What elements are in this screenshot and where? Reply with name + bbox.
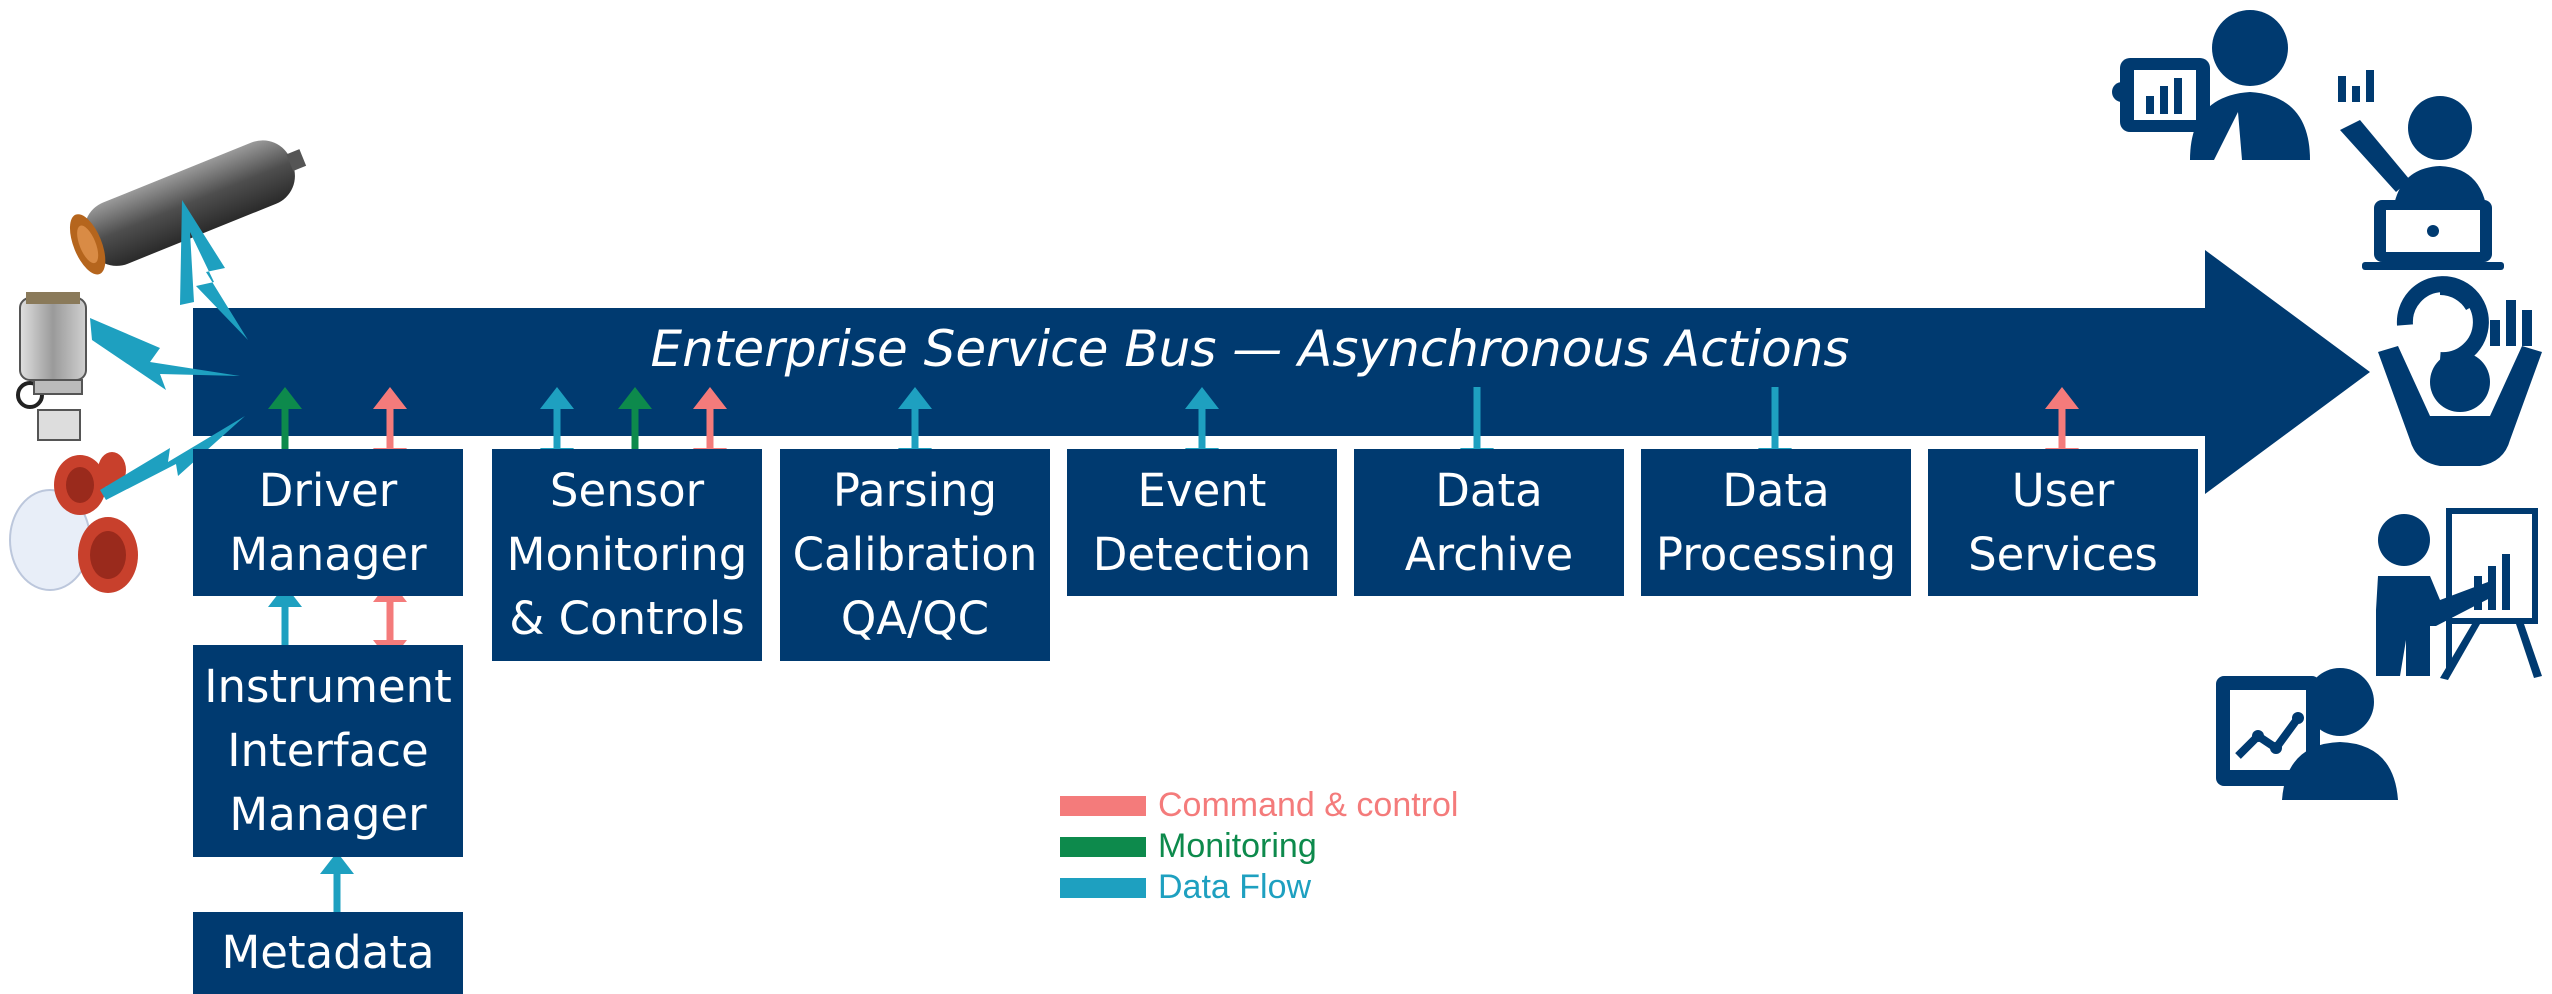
service-bus-arrow — [193, 250, 2370, 494]
event-detection-box: Event Detection — [1067, 449, 1337, 596]
sensor-monitoring-line-3: & Controls — [509, 592, 745, 645]
whiteboard-user-icon — [2376, 508, 2542, 680]
data-processing-line-1: Data — [1722, 463, 1830, 517]
event-detection-line-2: Detection — [1092, 527, 1312, 581]
data-archive-box: Data Archive — [1354, 449, 1624, 596]
arrow-dataflow-interface — [268, 585, 302, 657]
legend-label-monitoring: Monitoring — [1158, 827, 1317, 865]
hydrophone-instrument-icon — [69, 140, 307, 275]
user-services-line-1: User — [2011, 463, 2115, 517]
parsing-calibration-box: Parsing Calibration QA/QC — [780, 449, 1050, 661]
driver-manager-line-1: Driver — [258, 463, 398, 517]
sensor-monitoring-box: Sensor Monitoring & Controls — [492, 449, 762, 661]
parsing-line-3: QA/QC — [840, 592, 990, 645]
parsing-line-2: Calibration — [792, 528, 1038, 581]
event-detection-line-1: Event — [1137, 463, 1267, 517]
legend-item-command: Command & control — [1060, 785, 1458, 826]
legend-swatch-dataflow — [1060, 877, 1146, 898]
sensor-monitoring-line-1: Sensor — [549, 464, 705, 517]
user-services-line-2: Services — [1968, 527, 2158, 581]
data-processing-line-2: Processing — [1655, 527, 1897, 581]
legend-swatch-monitoring — [1060, 836, 1146, 857]
analytics-user-icon — [2378, 276, 2542, 466]
pump-sensor-icon — [16, 292, 87, 441]
arrow-dataflow-metadata — [320, 852, 354, 924]
data-archive-line-1: Data — [1435, 463, 1543, 517]
arrow-monitoring-sensor — [618, 387, 652, 460]
legend-label-dataflow: Data Flow — [1158, 868, 1312, 906]
sensor-monitoring-line-2: Monitoring — [506, 528, 748, 581]
data-archive-line-2: Archive — [1404, 527, 1574, 581]
wireless-link-icon — [90, 200, 248, 500]
service-bus-title: Enterprise Service Bus — Asynchronous Ac… — [650, 320, 1850, 378]
instrument-interface-line-3: Manager — [229, 788, 427, 841]
legend-item-monitoring: Monitoring — [1060, 826, 1458, 867]
monitor-user-icon — [2216, 668, 2398, 800]
driver-manager-line-2: Manager — [229, 527, 427, 581]
instrument-interface-line-1: Instrument — [204, 660, 452, 713]
data-processing-box: Data Processing — [1641, 449, 1911, 596]
instrument-interface-manager-box: Instrument Interface Manager — [193, 645, 463, 857]
laptop-user-icon — [2338, 70, 2504, 270]
presenter-user-icon — [2112, 10, 2310, 160]
float-sensor-icon — [9, 452, 138, 593]
user-services-box: User Services — [1928, 449, 2198, 596]
instrument-interface-line-2: Interface — [227, 724, 429, 777]
parsing-line-1: Parsing — [832, 464, 998, 517]
driver-manager-box: Driver Manager — [193, 449, 463, 596]
legend-swatch-command — [1060, 795, 1146, 816]
arrow-monitoring-driver — [268, 387, 302, 460]
metadata-box: Metadata — [193, 912, 463, 994]
legend-label-command: Command & control — [1158, 786, 1459, 824]
legend-item-dataflow: Data Flow — [1060, 867, 1458, 908]
metadata-line-1: Metadata — [221, 926, 435, 979]
legend: Command & control Monitoring Data Flow — [1060, 785, 1458, 908]
